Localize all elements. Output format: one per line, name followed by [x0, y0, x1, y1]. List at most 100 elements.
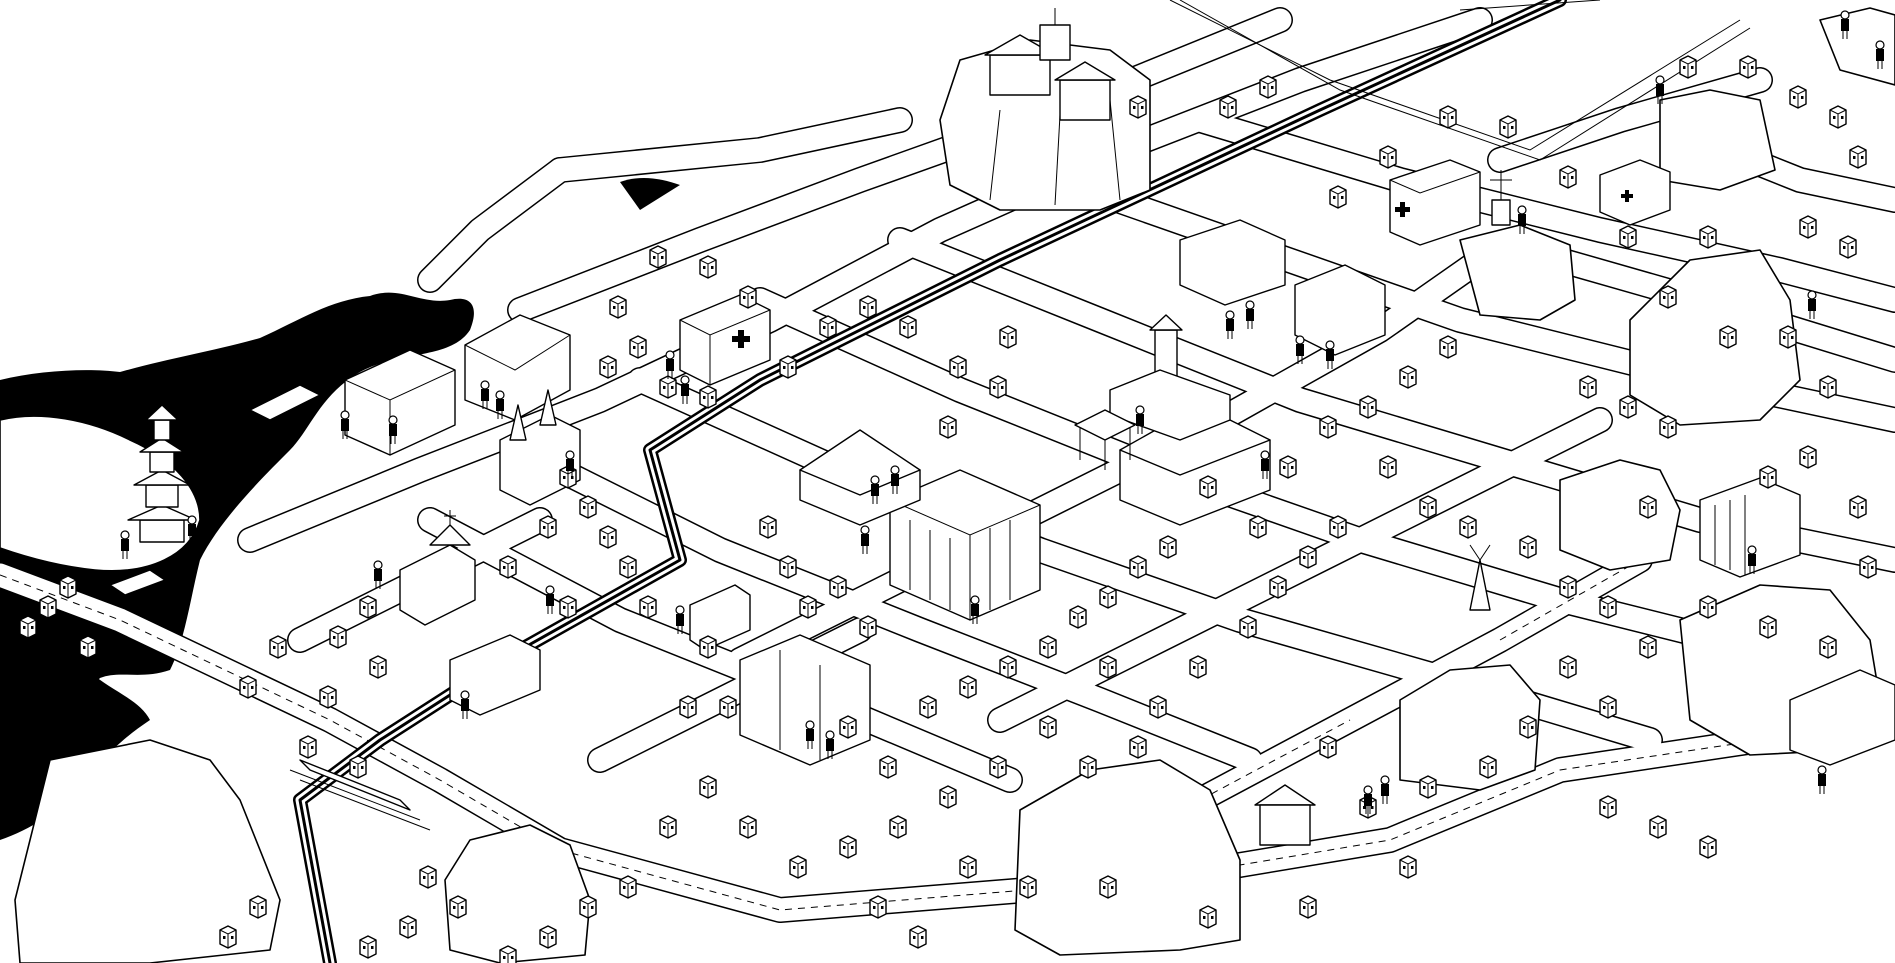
- small-house-icon: [1519, 715, 1537, 739]
- small-house-icon: [699, 385, 717, 409]
- small-house-icon: [349, 755, 367, 779]
- townhouses-east: [1789, 669, 1895, 766]
- statue-north: [1490, 170, 1512, 226]
- small-house-icon: [1819, 635, 1837, 659]
- small-house-icon: [1189, 655, 1207, 679]
- small-house-icon: [1079, 755, 1097, 779]
- small-house-icon: [1699, 225, 1717, 249]
- small-house-icon: [539, 515, 557, 539]
- small-house-icon: [1129, 735, 1147, 759]
- townsperson-icon: [1747, 545, 1757, 574]
- small-house-icon: [1849, 495, 1867, 519]
- small-house-icon: [1129, 555, 1147, 579]
- red-cross-symbol: [1395, 202, 1410, 217]
- small-house-icon: [1249, 515, 1267, 539]
- small-house-icon: [1519, 535, 1537, 559]
- small-house-icon: [399, 915, 417, 939]
- townsperson-icon: [1817, 765, 1827, 794]
- small-house-icon: [619, 555, 637, 579]
- small-house-icon: [719, 695, 737, 719]
- small-house-icon: [989, 375, 1007, 399]
- small-house-icon: [269, 635, 287, 659]
- elevated-bridge-north: [1169, 0, 1751, 161]
- townsperson-icon: [825, 730, 835, 759]
- small-house-icon: [449, 895, 467, 919]
- townsperson-icon: [870, 475, 880, 504]
- small-house-icon: [1259, 75, 1277, 99]
- small-house-icon: [869, 895, 887, 919]
- small-house-icon: [359, 595, 377, 619]
- small-house-icon: [579, 895, 597, 919]
- small-house-icon: [1419, 775, 1437, 799]
- small-house-icon: [889, 815, 907, 839]
- small-house-icon: [1739, 55, 1757, 79]
- small-house-icon: [239, 675, 257, 699]
- small-house-icon: [859, 615, 877, 639]
- townsperson-icon: [1655, 75, 1665, 104]
- railway-line: [293, 0, 1567, 963]
- two-storey-houses-north: [1179, 219, 1386, 356]
- small-house-icon: [1069, 605, 1087, 629]
- townsperson-icon: [1135, 405, 1145, 434]
- small-house-icon: [1599, 695, 1617, 719]
- townsperson-icon: [1875, 40, 1885, 69]
- small-house-icon: [1759, 615, 1777, 639]
- small-house-icon: [1599, 595, 1617, 619]
- small-house-icon: [1239, 615, 1257, 639]
- townsperson-icon: [1245, 300, 1255, 329]
- small-house-icon: [879, 755, 897, 779]
- small-house-icon: [609, 295, 627, 319]
- small-house-icon: [1789, 85, 1807, 109]
- small-house-icon: [1439, 335, 1457, 359]
- hospital-building-west: [679, 294, 771, 386]
- small-house-icon: [1099, 655, 1117, 679]
- townsperson-icon: [805, 720, 815, 749]
- small-house-icon: [59, 575, 77, 599]
- small-house-icon: [299, 735, 317, 759]
- small-house-icon: [1219, 95, 1237, 119]
- small-house-icon: [1019, 875, 1037, 899]
- small-house-icon: [1759, 465, 1777, 489]
- townsperson-icon: [1807, 290, 1817, 319]
- small-house-icon: [639, 595, 657, 619]
- small-house-icon: [19, 615, 37, 639]
- small-house-icon: [1149, 695, 1167, 719]
- townsperson-icon: [565, 450, 575, 479]
- small-house-icon: [419, 865, 437, 889]
- docks: [109, 384, 321, 596]
- small-house-icon: [1619, 395, 1637, 419]
- townsperson-icon: [120, 530, 130, 559]
- small-house-icon: [1829, 105, 1847, 129]
- small-house-icon: [1699, 835, 1717, 859]
- train-station: [449, 584, 751, 716]
- small-house-icon: [329, 625, 347, 649]
- townspeople: [120, 10, 1885, 814]
- small-house-icon: [1379, 455, 1397, 479]
- glass-office-east: [1699, 477, 1801, 578]
- small-house-icon: [1559, 165, 1577, 189]
- small-house-icon: [1579, 375, 1597, 399]
- townsperson-icon: [1363, 785, 1373, 814]
- apartment-block-central: [889, 469, 1041, 621]
- pagoda: [127, 380, 197, 543]
- small-house-icon: [679, 695, 697, 719]
- small-house-icon: [919, 695, 937, 719]
- elevated-bridge-south: [289, 759, 431, 831]
- townsperson-icon: [1840, 10, 1850, 39]
- small-house-icon: [1319, 735, 1337, 759]
- small-house-icon: [79, 635, 97, 659]
- townsperson-icon: [890, 465, 900, 494]
- small-house-icon: [1279, 455, 1297, 479]
- small-house-icon: [1719, 325, 1737, 349]
- small-house-icon: [1799, 445, 1817, 469]
- small-house-icon: [909, 925, 927, 949]
- townsperson-icon: [460, 690, 470, 719]
- statue-east: [1469, 544, 1491, 611]
- small-house-icon: [1479, 755, 1497, 779]
- small-house-icon: [959, 855, 977, 879]
- small-house-icon: [1099, 585, 1117, 609]
- townsperson-icon: [970, 595, 980, 624]
- small-house-icon: [829, 575, 847, 599]
- small-house-icon: [1499, 115, 1517, 139]
